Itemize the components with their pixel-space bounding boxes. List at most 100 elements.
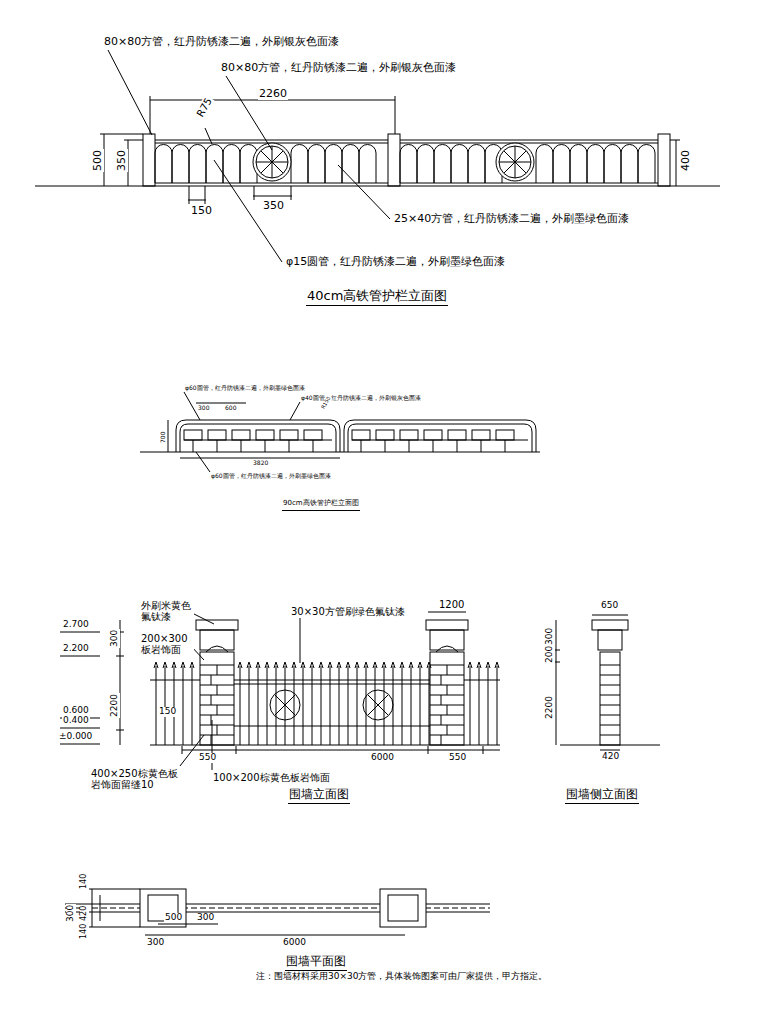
- leader-lines: [108, 50, 390, 262]
- spike: [382, 662, 386, 668]
- dimension-label: 700: [160, 431, 167, 444]
- dimension-lines: [182, 612, 500, 754]
- rail: [180, 424, 336, 452]
- spike: [364, 662, 368, 668]
- spike: [486, 662, 490, 668]
- dimension-label: 100×200棕黄色板岩饰面: [212, 772, 331, 783]
- fence-bars: [154, 662, 499, 745]
- spike: [283, 662, 287, 668]
- bar: [433, 440, 434, 452]
- arch: [172, 145, 189, 184]
- spike: [495, 662, 499, 668]
- spike: [346, 662, 350, 668]
- arch: [308, 145, 325, 184]
- bar: [361, 440, 362, 452]
- dimension-label: 80×80方管，红丹防锈漆二遍，外刷银灰色面漆: [103, 36, 340, 48]
- level-marks: [60, 632, 100, 744]
- spike: [477, 662, 481, 668]
- spike: [274, 662, 278, 668]
- dimension-label: 150: [158, 707, 177, 717]
- dimension-label: 6000: [370, 753, 395, 763]
- dimension-label: 150: [190, 205, 213, 217]
- panel: [280, 430, 298, 440]
- dimension-label: 500: [164, 913, 183, 923]
- panel: [376, 430, 394, 440]
- dimension-label: φ60圆管，红丹防锈漆二遍，外刷墨绿色面漆: [184, 385, 306, 392]
- bar: [303, 666, 304, 745]
- rail: [344, 420, 536, 452]
- bar: [479, 666, 480, 745]
- panel: [400, 430, 418, 440]
- bar: [289, 440, 290, 452]
- joint: [600, 695, 620, 696]
- panel: [208, 430, 226, 440]
- dimension-label: 30×30方管刷绿色氟钛漆: [290, 606, 406, 617]
- bar: [420, 666, 421, 745]
- post: [388, 134, 400, 186]
- dimension-label: 400×250棕黄色板岩饰面留缝10: [90, 768, 188, 790]
- dimension-label: 300: [545, 627, 555, 646]
- joint: [600, 715, 620, 716]
- wall-side: [552, 615, 660, 750]
- joint: [200, 695, 234, 696]
- joint: [447, 725, 448, 735]
- joint: [600, 665, 620, 666]
- dimension-label: φ40圆管，红丹防锈漆二遍，外刷银灰色面漆: [300, 395, 422, 402]
- spike: [427, 662, 431, 668]
- wall-plan: [65, 889, 490, 935]
- dimension-label: ±0.000: [58, 732, 93, 742]
- spike: [400, 662, 404, 668]
- bar: [402, 666, 403, 745]
- panel: [232, 430, 250, 440]
- dimension-label: 2.700: [62, 620, 90, 630]
- dimension-label: 1200: [438, 599, 465, 610]
- spike: [256, 662, 260, 668]
- bar: [348, 666, 349, 745]
- joint: [430, 675, 464, 676]
- dimension-label: φ60圆管，红丹防锈漆二遍，外刷墨绿色面漆: [210, 473, 332, 480]
- bar: [330, 666, 331, 745]
- joint: [600, 685, 620, 686]
- dimension-label: 300: [196, 913, 215, 923]
- spike: [468, 662, 472, 668]
- bar: [156, 666, 157, 745]
- joint: [430, 695, 464, 696]
- dimension-label: 0.400: [62, 716, 90, 726]
- bar: [457, 440, 458, 452]
- dimension-label: R75: [194, 95, 214, 119]
- bar: [241, 440, 242, 452]
- spike: [337, 662, 341, 668]
- panels: [184, 430, 528, 452]
- joint: [200, 675, 234, 676]
- dimension-label: 3820: [252, 460, 269, 467]
- view-title: 围墙侧立面图: [565, 788, 639, 804]
- dimension-label: 6000: [282, 938, 307, 948]
- arch: [359, 145, 376, 184]
- bar: [217, 440, 218, 452]
- spike: [418, 662, 422, 668]
- bar: [174, 666, 175, 745]
- joint: [430, 735, 464, 736]
- rail: [400, 140, 658, 141]
- joint: [441, 695, 442, 705]
- view-title: 围墙立面图: [288, 788, 350, 804]
- arch: [570, 145, 587, 184]
- stone-facing: [200, 665, 464, 745]
- spike: [391, 662, 395, 668]
- dimension-label: 550: [448, 753, 467, 763]
- bar: [409, 440, 410, 452]
- joint: [600, 725, 620, 726]
- dimension-label: 300: [146, 938, 165, 948]
- joint: [441, 735, 442, 745]
- panel: [496, 430, 514, 440]
- dimension-label: 注：围墙材料采用30×30方管，具体装饰图案可由厂家提供，甲方指定。: [255, 972, 548, 982]
- joint: [441, 675, 442, 685]
- dimension-label: 2.200: [62, 644, 90, 654]
- dimension-label: 300: [110, 629, 120, 648]
- dimension-label: 420: [601, 752, 620, 762]
- panel: [424, 430, 442, 440]
- joint: [600, 675, 620, 676]
- dimension-label: 0.600: [62, 706, 90, 716]
- dimension-label: 200: [545, 645, 555, 664]
- spike: [238, 662, 242, 668]
